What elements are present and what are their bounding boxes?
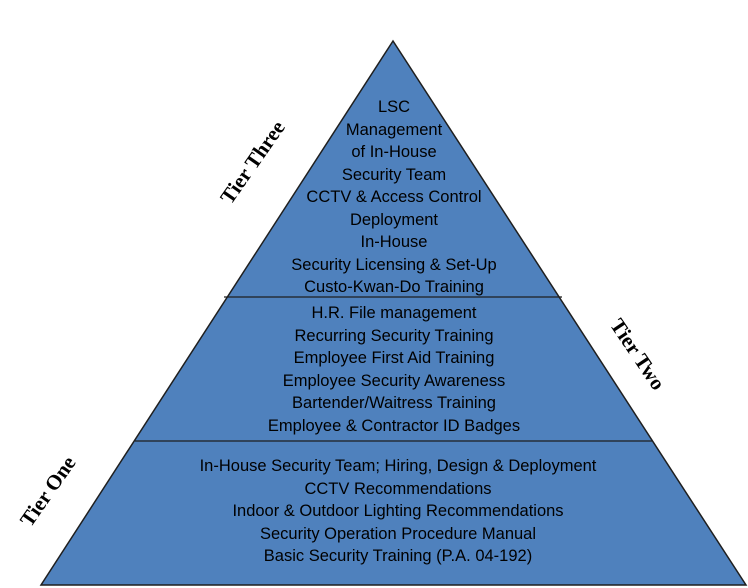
tier-one-line: Indoor & Outdoor Lighting Recommendation… xyxy=(232,502,564,520)
tier-three-line: Security Licensing & Set-Up xyxy=(291,255,497,274)
tier-one-line: In-House Security Team; Hiring, Design &… xyxy=(199,457,597,475)
tier-three-section: LSC Management of In-House Security Team… xyxy=(244,96,544,299)
tier-two-line: Employee Security Awareness xyxy=(282,371,506,390)
tier-two-line: H.R. File management xyxy=(311,304,477,322)
tier-three-line: Deployment xyxy=(349,210,439,229)
tier-two-section: H.R. File management Recurring Security … xyxy=(194,302,594,437)
tier-three-line: of In-House xyxy=(351,143,437,161)
tier-three-line: LSC xyxy=(377,98,411,116)
tier-one-section: In-House Security Team; Hiring, Design &… xyxy=(148,455,648,568)
tier-two-line: Recurring Security Training xyxy=(294,326,494,345)
tier-two-line: Employee & Contractor ID Badges xyxy=(267,416,521,435)
tier-one-line: Security Operation Procedure Manual xyxy=(259,524,537,543)
tier-three-line: Security Team xyxy=(341,165,447,184)
tier-three-line: In-House xyxy=(360,233,428,251)
tier-one-line: CCTV Recommendations xyxy=(304,479,492,498)
tier-three-line: CCTV & Access Control xyxy=(306,188,482,206)
tier-three-line: Custo-Kwan-Do Training xyxy=(304,278,484,296)
tier-three-line: Management xyxy=(345,120,443,139)
tier-one-line: Basic Security Training (P.A. 04-192) xyxy=(263,547,533,565)
tier-two-line: Bartender/Waitress Training xyxy=(292,394,496,412)
pyramid-shape xyxy=(39,39,748,586)
tier-two-line: Employee First Aid Training xyxy=(293,349,495,367)
